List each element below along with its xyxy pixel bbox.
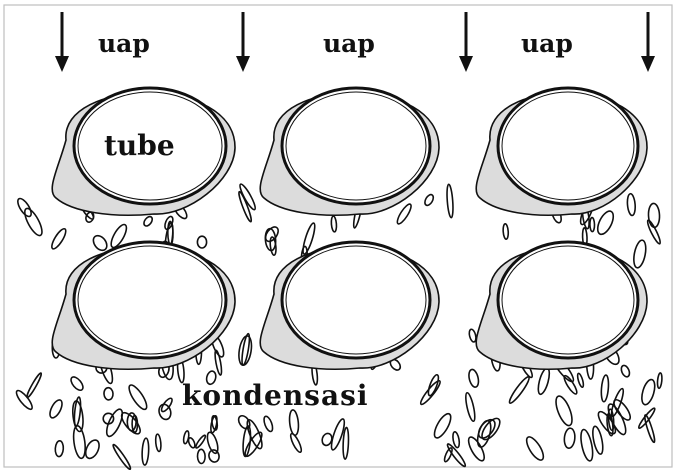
vapor-label-left: uap [98, 29, 150, 58]
droplet [467, 369, 480, 389]
droplet [446, 184, 454, 218]
droplet [72, 425, 87, 459]
vapor-arrow [55, 12, 69, 72]
droplet [563, 428, 575, 449]
droplet [503, 224, 509, 240]
droplet [288, 410, 299, 436]
droplet [600, 375, 609, 402]
droplet [71, 400, 84, 432]
droplet [431, 411, 454, 440]
droplet [155, 434, 162, 452]
vapor-label-right: uap [521, 29, 573, 58]
droplet [395, 202, 413, 225]
droplet [22, 206, 46, 238]
droplet [142, 215, 154, 227]
droplet [69, 375, 85, 392]
droplet [208, 449, 221, 463]
droplet [452, 431, 461, 448]
droplet [194, 434, 206, 449]
droplet [475, 417, 498, 441]
droplet [620, 364, 631, 378]
tube [52, 242, 235, 369]
droplet [25, 372, 42, 398]
tube-wall [282, 88, 430, 204]
droplet [142, 438, 150, 465]
droplet [214, 350, 223, 376]
droplet [524, 434, 547, 462]
tube [476, 88, 647, 215]
vapor-arrow [641, 12, 655, 72]
droplet [126, 383, 150, 412]
droplet [104, 407, 126, 438]
droplet [262, 415, 274, 432]
droplet [595, 209, 617, 237]
droplet [648, 203, 660, 227]
droplet [657, 373, 663, 389]
droplet [331, 216, 337, 232]
droplet [576, 373, 584, 388]
droplet [210, 415, 218, 433]
droplet [627, 193, 636, 215]
droplet [83, 438, 102, 461]
droplet [205, 431, 220, 454]
droplet [639, 378, 657, 406]
condensate-label: kondensasi [182, 379, 369, 412]
droplet [197, 236, 206, 248]
tube [260, 88, 439, 215]
droplet [55, 441, 64, 457]
tube [260, 242, 439, 369]
tube [476, 242, 647, 369]
droplet [632, 239, 648, 269]
droplet [197, 449, 205, 463]
droplet [242, 426, 252, 457]
droplet [507, 375, 531, 405]
droplet [536, 367, 552, 395]
tube-wall [498, 242, 638, 358]
droplet [562, 374, 579, 395]
droplet [14, 388, 34, 411]
droplet [646, 219, 662, 245]
droplet [48, 398, 65, 420]
tube-wall [282, 242, 430, 358]
tube-wall [498, 88, 638, 204]
tube-label: tube [104, 129, 175, 162]
tube-wall [74, 242, 226, 358]
droplet [464, 392, 477, 422]
droplet [553, 394, 576, 428]
vapor-arrow [236, 12, 250, 72]
droplet [590, 218, 595, 232]
droplet [289, 432, 303, 453]
droplet [49, 227, 68, 251]
vapor-label-center: uap [323, 29, 375, 58]
droplet [91, 233, 110, 253]
vapor-arrow [459, 12, 473, 72]
droplet [104, 387, 114, 400]
droplet [423, 193, 435, 207]
droplet [187, 437, 196, 449]
